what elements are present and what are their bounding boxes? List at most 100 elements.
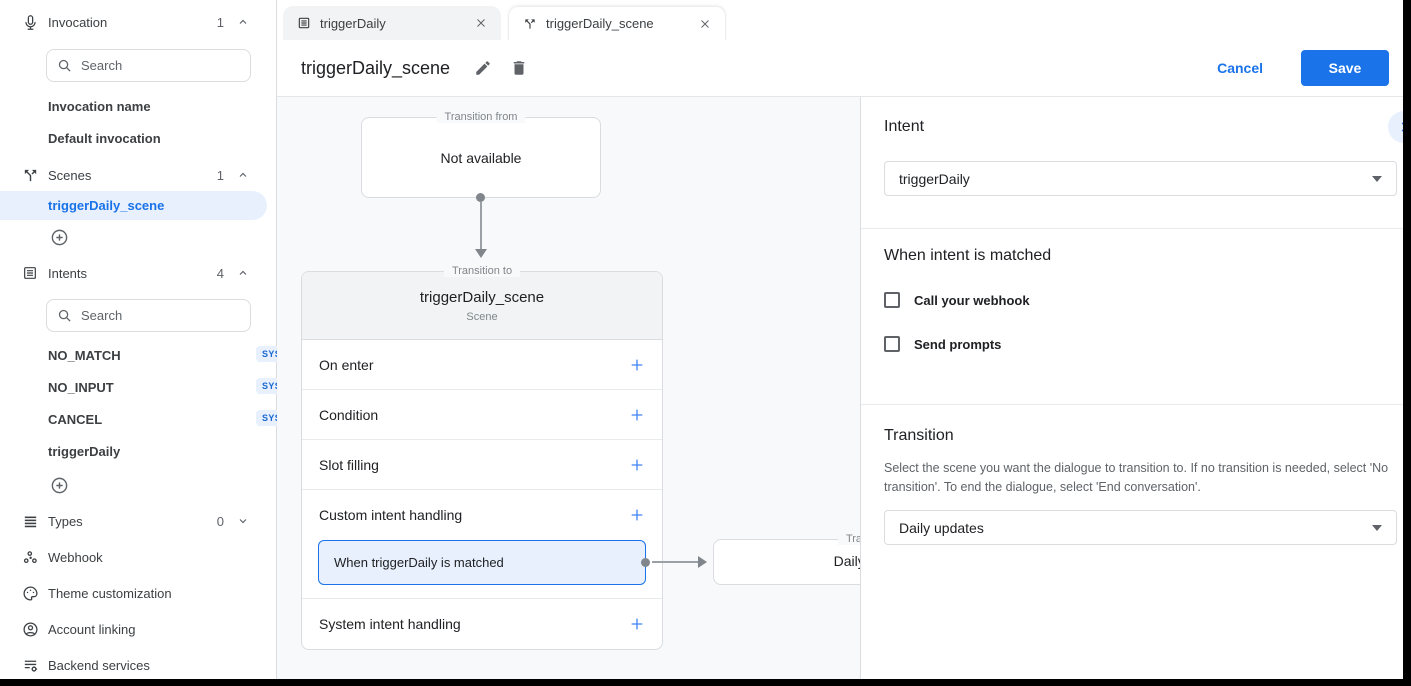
intents-search[interactable] xyxy=(46,299,251,332)
plus-icon[interactable] xyxy=(629,407,645,423)
page-header: triggerDaily_scene Cancel Save xyxy=(277,40,1403,97)
send-prompts-row: Send prompts xyxy=(884,334,1001,354)
sidebar-item-default-invocation[interactable]: Default invocation xyxy=(48,131,161,146)
when-intent-matched-heading: When intent is matched xyxy=(884,247,1052,264)
transition-select[interactable]: Daily updates xyxy=(884,510,1397,545)
scene-flow-canvas[interactable]: Transition from Not available Transition… xyxy=(277,97,861,679)
cancel-button[interactable]: Cancel xyxy=(1217,60,1263,76)
sidebar-item-theme-customization[interactable]: Theme customization xyxy=(0,581,268,605)
search-icon xyxy=(58,59,71,72)
sidebar-section-scenes[interactable]: Scenes 1 xyxy=(0,163,268,187)
account-circle-icon xyxy=(20,619,40,639)
section-condition[interactable]: Condition xyxy=(302,390,662,440)
sidebar-item-invocation-name[interactable]: Invocation name xyxy=(48,99,151,114)
checkbox-label: Call your webhook xyxy=(914,292,1030,308)
scene-card[interactable]: Transition to triggerDaily_scene Scene O… xyxy=(301,265,663,650)
search-icon xyxy=(58,309,71,322)
chevron-up-icon[interactable] xyxy=(236,168,250,182)
add-scene-button[interactable] xyxy=(50,228,69,247)
intent-handler-label: When triggerDaily is matched xyxy=(334,555,504,570)
transition-select-value: Daily updates xyxy=(899,519,984,536)
chevron-up-icon[interactable] xyxy=(236,266,250,280)
scene-card-header: triggerDaily_scene Scene xyxy=(302,272,662,340)
section-label: System intent handling xyxy=(319,616,461,632)
window-edge-right xyxy=(1403,0,1411,686)
sidebar-link-label: Backend services xyxy=(48,657,150,673)
sidebar-section-label: Scenes xyxy=(48,167,92,183)
arrow-right-icon xyxy=(698,556,707,568)
section-slot-filling[interactable]: Slot filling xyxy=(302,440,662,490)
webhook-icon xyxy=(20,547,40,567)
add-circle-icon xyxy=(51,229,68,246)
plus-icon[interactable] xyxy=(629,457,645,473)
types-list-icon xyxy=(20,511,40,531)
close-icon[interactable] xyxy=(697,16,713,32)
transition-to-legend: Transition to xyxy=(443,265,521,277)
transition-target-box[interactable]: Transition to Daily updates xyxy=(713,533,860,585)
scene-card-subtitle: Scene xyxy=(466,311,498,323)
chevron-up-icon[interactable] xyxy=(236,15,250,29)
section-count: 0 xyxy=(216,513,224,529)
delete-scene-button[interactable] xyxy=(502,51,536,85)
intents-search-input[interactable] xyxy=(81,308,240,323)
divider xyxy=(861,228,1403,229)
selected-scene-label: triggerDaily_scene xyxy=(48,198,165,213)
sidebar-item-cancel[interactable]: CANCEL SYSTEM xyxy=(48,410,308,427)
checkbox-label: Send prompts xyxy=(914,336,1002,352)
sidebar-item-account-linking[interactable]: Account linking xyxy=(0,617,268,641)
section-on-enter[interactable]: On enter xyxy=(302,340,662,390)
sidebar-item-no-match[interactable]: NO_MATCH SYSTEM xyxy=(48,346,308,363)
call-your-webhook-checkbox[interactable] xyxy=(884,292,900,308)
scene-split-icon xyxy=(20,165,40,185)
connector-dot xyxy=(641,558,650,567)
sidebar-item-no-input[interactable]: NO_INPUT SYSTEM xyxy=(48,378,308,395)
add-intent-button[interactable] xyxy=(50,476,69,495)
section-label: On enter xyxy=(319,356,374,373)
sidebar-item-triggerdaily-scene[interactable]: triggerDaily_scene xyxy=(0,191,267,220)
transition-to-legend: Transition to xyxy=(837,533,860,545)
intent-label: NO_INPUT xyxy=(48,380,114,395)
plus-icon[interactable] xyxy=(629,357,645,373)
sidebar-link-label: Webhook xyxy=(48,549,103,565)
edit-scene-button[interactable] xyxy=(466,51,500,85)
intent-handler-when-triggerdaily-matched[interactable]: When triggerDaily is matched xyxy=(318,540,650,585)
intent-select-value: triggerDaily xyxy=(899,170,970,187)
window-edge-bottom xyxy=(0,679,1411,686)
transition-target-title: Daily updates xyxy=(833,553,860,569)
transition-from-box: Transition from Not available xyxy=(361,111,601,198)
sidebar-item-triggerdaily[interactable]: triggerDaily xyxy=(48,444,120,459)
plus-icon[interactable] xyxy=(629,616,645,632)
collapse-panel-button[interactable] xyxy=(1388,111,1403,143)
sidebar-section-invocation[interactable]: Invocation 1 xyxy=(0,10,268,34)
sidebar-section-intents[interactable]: Intents 4 xyxy=(0,261,268,285)
sidebar-item-webhook[interactable]: Webhook xyxy=(0,545,268,569)
call-your-webhook-row: Call your webhook xyxy=(884,290,1030,310)
tab-label: triggerDaily xyxy=(320,15,386,31)
sidebar-section-types[interactable]: Types 0 xyxy=(0,509,268,533)
section-label: Condition xyxy=(319,406,379,423)
backend-services-icon xyxy=(20,655,40,675)
invocation-search[interactable] xyxy=(46,49,251,82)
scene-split-icon xyxy=(525,18,535,29)
section-system-intent-handling[interactable]: System intent handling xyxy=(302,599,662,649)
tab-triggerdaily[interactable]: triggerDaily xyxy=(283,6,501,40)
chevron-down-icon[interactable] xyxy=(236,514,250,528)
connector-dot xyxy=(476,193,485,202)
intent-label: triggerDaily xyxy=(48,444,121,459)
scene-card-title: triggerDaily_scene xyxy=(419,289,545,306)
invocation-search-input[interactable] xyxy=(81,58,240,73)
intent-select[interactable]: triggerDaily xyxy=(884,161,1397,196)
section-custom-intent-handling[interactable]: Custom intent handling xyxy=(302,490,662,540)
divider xyxy=(861,404,1403,405)
tab-triggerdaily-scene[interactable]: triggerDaily_scene xyxy=(508,6,726,40)
close-icon[interactable] xyxy=(473,15,489,31)
plus-icon[interactable] xyxy=(629,507,645,523)
send-prompts-checkbox[interactable] xyxy=(884,336,900,352)
palette-icon xyxy=(20,583,40,603)
intent-handler-wrap: When triggerDaily is matched xyxy=(302,540,662,599)
save-button[interactable]: Save xyxy=(1301,50,1389,86)
sidebar: Invocation 1 Invocation name Default inv… xyxy=(0,0,308,679)
sidebar-item-backend-services[interactable]: Backend services xyxy=(0,653,268,677)
dropdown-caret-icon xyxy=(1372,524,1382,531)
